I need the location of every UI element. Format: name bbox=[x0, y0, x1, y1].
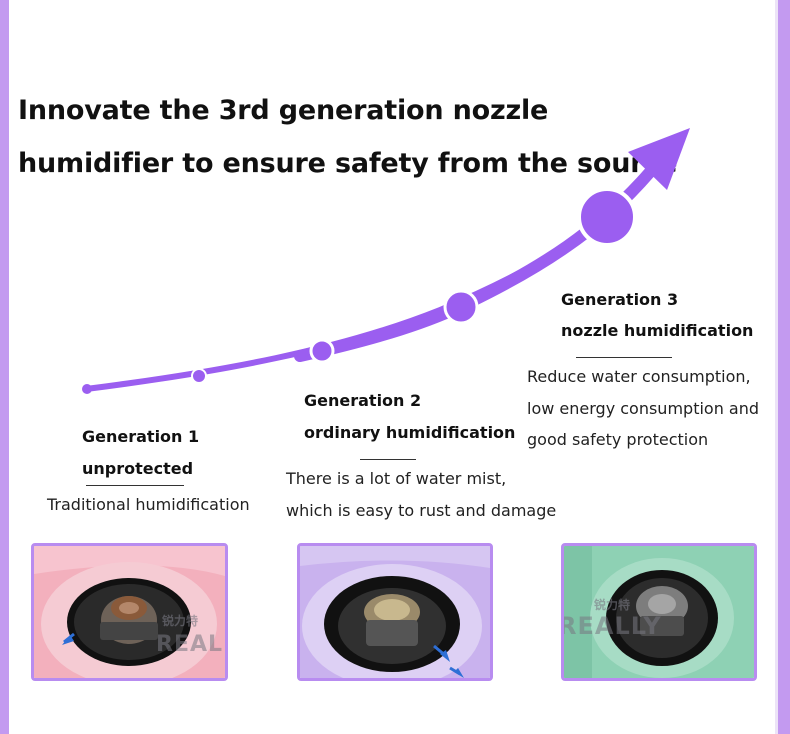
gen3-photo-brand: REALLY bbox=[561, 612, 662, 640]
gen3-divider bbox=[576, 357, 672, 358]
gen2-subtitle: ordinary humidification bbox=[304, 423, 516, 442]
gen3-photo-brand-cn: 锐力特 bbox=[594, 598, 631, 612]
gen2-title: Generation 2 bbox=[304, 391, 422, 410]
curve-dot-4 bbox=[443, 289, 479, 325]
gen2-description-line-2: which is easy to rust and damage bbox=[286, 501, 557, 520]
gen3-description-line-2: low energy consumption and bbox=[527, 399, 760, 418]
gen2-product-photo bbox=[297, 543, 493, 681]
gen2-divider bbox=[360, 459, 416, 460]
gen3-title: Generation 3 bbox=[561, 290, 679, 309]
gen1-divider bbox=[86, 485, 184, 486]
gen1-description: Traditional humidification bbox=[47, 495, 250, 514]
headline-line-1: Innovate the 3rd generation nozzle bbox=[18, 95, 549, 126]
growth-curve-line bbox=[83, 169, 653, 392]
gen1-subtitle: unprotected bbox=[82, 459, 194, 478]
gen3-description-line-1: Reduce water consumption, bbox=[527, 367, 751, 386]
curve-dot-1 bbox=[82, 384, 92, 394]
left-frame-border bbox=[0, 0, 9, 734]
right-frame-border bbox=[778, 0, 790, 734]
gen3-description-line-3: good safety protection bbox=[527, 430, 709, 449]
gen2-description-line-1: There is a lot of water mist, bbox=[286, 469, 507, 488]
gen1-photo-brand-cn: 锐力特 bbox=[162, 614, 199, 628]
curve-dot-3 bbox=[309, 338, 335, 364]
right-frame-highlight bbox=[775, 0, 778, 734]
gen1-title: Generation 1 bbox=[82, 427, 200, 446]
headline: Innovate the 3rd generation nozzle humid… bbox=[18, 84, 718, 190]
headline-line-2: humidifier to ensure safety from the sou… bbox=[18, 148, 678, 179]
gen3-subtitle: nozzle humidification bbox=[561, 321, 754, 340]
growth-arrow-head bbox=[628, 128, 690, 190]
gen3-product-photo: 锐力特 REALLY bbox=[561, 543, 757, 681]
curve-dot-5 bbox=[577, 187, 637, 247]
gen1-photo-brand: REALLY bbox=[156, 632, 225, 657]
gen1-product-photo: 锐力特 REALLY bbox=[31, 543, 228, 681]
curve-dot-2 bbox=[191, 368, 207, 384]
